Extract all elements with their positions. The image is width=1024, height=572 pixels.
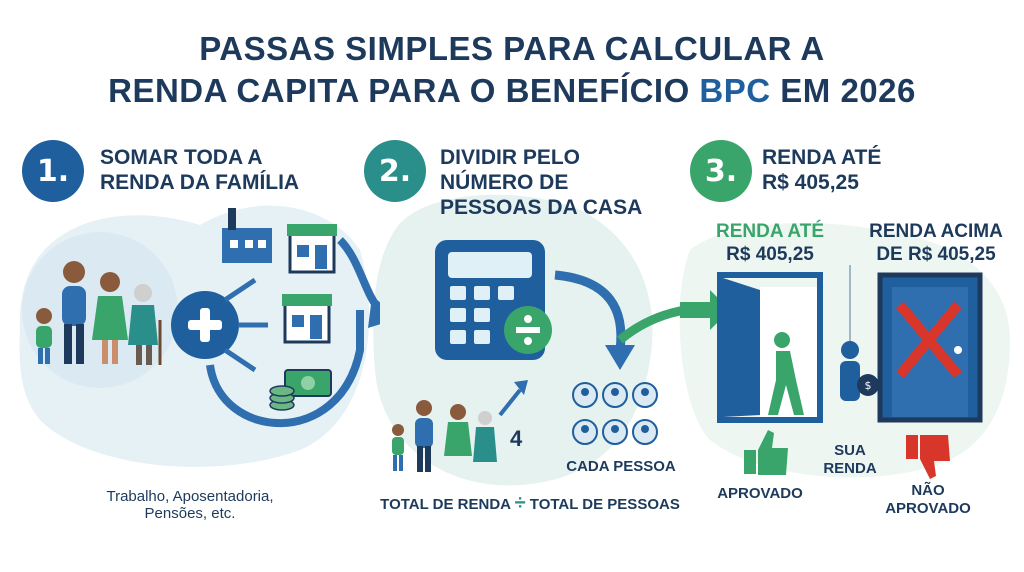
title-line2-b: EM 2026 xyxy=(770,72,916,109)
step1-title: SOMAR TODA A RENDA DA FAMÍLIA xyxy=(100,146,300,194)
family-group-icon xyxy=(36,261,162,365)
step2-title: DIVIDIR PELO NÚMERO DE PESSOAS DA CASA xyxy=(440,146,643,219)
division-formula: TOTAL DE RENDA ÷ TOTAL DE PESSOAS xyxy=(380,492,680,514)
title-line1-a: PASSAS SIMPLES PARA xyxy=(199,30,605,67)
step3-number: 3. xyxy=(690,140,752,202)
x-mark-icon xyxy=(896,301,962,379)
not-approved-label: NÃO APROVADO xyxy=(885,482,971,517)
each-person-label: CADA PESSOA xyxy=(566,458,676,475)
step2-number: 2. xyxy=(364,140,426,202)
money-icon xyxy=(269,369,332,411)
open-door-icon xyxy=(717,272,823,423)
factory-icon xyxy=(222,208,272,263)
plus-icon xyxy=(171,291,239,359)
step1-illustration xyxy=(22,208,380,428)
family-group-icon xyxy=(392,400,497,472)
step3-title: RENDA ATÉ R$ 405,25 xyxy=(762,146,882,194)
your-income-label: SUA RENDA xyxy=(823,442,877,477)
store-icon xyxy=(282,294,332,344)
thumbs-up-icon xyxy=(744,430,788,475)
divide-icon xyxy=(504,306,552,354)
arrow-icon xyxy=(223,277,268,373)
svg-text:$: $ xyxy=(865,379,872,392)
thumbs-down-icon xyxy=(906,435,950,479)
title-line1-b: CALCULAR A xyxy=(604,30,825,67)
title-line2-a: RENDA CAPITA PARA O BENEFÍCIO xyxy=(108,72,700,109)
step1-caption: Trabalho, Aposentadoria, Pensões, etc. xyxy=(106,488,274,522)
page-title: PASSAS SIMPLES PARA CALCULAR A RENDA CAP… xyxy=(0,28,1024,112)
income-above-label: RENDA ACIMA DE R$ 405,25 xyxy=(869,221,1003,265)
income-up-to-label: RENDA ATÉ R$ 405,25 xyxy=(715,221,825,265)
approved-label: APROVADO xyxy=(717,485,803,502)
money-bag-icon: $ xyxy=(840,341,879,401)
step3-illustration: $ xyxy=(717,265,983,479)
step1-number: 1. xyxy=(22,140,84,202)
store-icon xyxy=(287,224,337,274)
people-count: 4 xyxy=(510,426,523,451)
step2-illustration xyxy=(392,240,700,472)
title-highlight: BPC xyxy=(699,72,771,109)
